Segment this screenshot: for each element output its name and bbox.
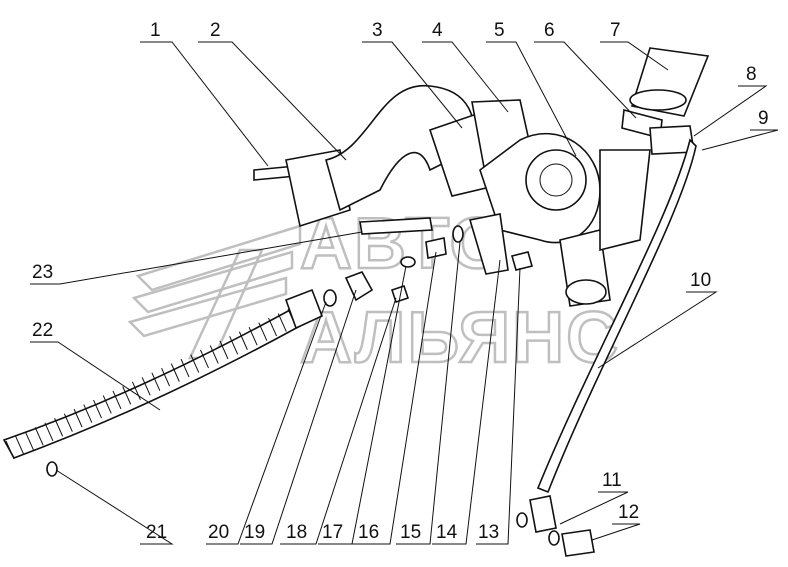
hose-rib [54,418,64,437]
hose-rib [161,367,171,387]
leader-lines [30,41,779,545]
callout-15: 15 [400,522,421,543]
hose-rib [170,363,180,382]
hose-rib [44,422,54,441]
hose-rib [200,349,209,369]
callout-18: 18 [286,522,307,543]
hose-rib [268,317,278,337]
callout-5: 5 [494,20,505,41]
corrugated-hose [2,288,324,460]
callout-4: 4 [432,20,443,41]
nut-13 [511,251,533,271]
bolt-18 [390,284,410,304]
oil-pipe [536,138,697,494]
callout-11: 11 [602,470,622,491]
callout-1: 1 [150,20,161,41]
banjo-fitting [344,271,374,302]
bracket-strip [359,217,433,235]
callout-2: 2 [210,20,221,41]
hose-rib [34,427,44,446]
hose-rib [5,440,15,460]
hose-rib [141,377,151,396]
hose-rib [219,340,229,360]
callout-12: 12 [618,502,639,523]
hose-rib [122,386,132,405]
banjo-bottom [529,495,557,533]
callout-6: 6 [544,20,555,41]
callout-14: 14 [436,522,458,543]
hose-rib [102,395,112,414]
washer-21 [46,461,58,477]
turbocharger [479,132,651,307]
hose-rib [83,404,93,423]
bracket-14 [468,213,509,275]
callout-21: 21 [146,522,167,543]
callout-13: 13 [478,522,499,543]
callout-3: 3 [372,20,383,41]
watermark-line1: АВТО [300,204,507,284]
callout-22: 22 [32,320,53,341]
hose-rib [258,322,268,341]
hose-rib [112,390,122,410]
watermark-logo: АВТО АЛЬЯНС [127,203,620,379]
callout-19: 19 [244,522,265,543]
callout-17: 17 [322,522,343,543]
ring-15 [452,225,464,243]
hose-rib [190,354,200,373]
callout-16: 16 [358,522,379,543]
hose-rib [151,372,161,391]
hose-rib [63,413,73,432]
callout-numbers: 1 2 3 4 5 6 7 8 9 10 11 12 13 14 15 16 1… [32,20,769,543]
hose-rib [180,358,190,378]
callout-8: 8 [746,64,757,85]
elbow-pipe [285,85,475,228]
hose-rib [73,408,83,428]
hose-rib [93,399,102,419]
callout-20: 20 [208,522,229,543]
washer-20 [323,289,337,307]
bolt-12 [561,529,595,557]
watermark-line2: АЛЬЯНС [300,298,620,378]
callout-23: 23 [32,262,53,283]
hose-rib [277,313,287,332]
callout-9: 9 [758,108,769,129]
hose-rib [248,327,258,346]
callout-7: 7 [610,20,621,41]
hose-rib [131,381,141,401]
hose-rib [229,336,239,355]
hose-rib [238,331,248,350]
hose-rib [24,431,34,451]
sleeve-16 [425,237,447,259]
seal-17 [400,256,416,268]
callout-10: 10 [690,270,711,291]
washer-bottom-left [516,512,528,528]
washer-11 [548,530,560,546]
hose-rib [209,345,219,364]
sleeve-cylinder [629,47,710,117]
hose-rib [15,436,25,455]
